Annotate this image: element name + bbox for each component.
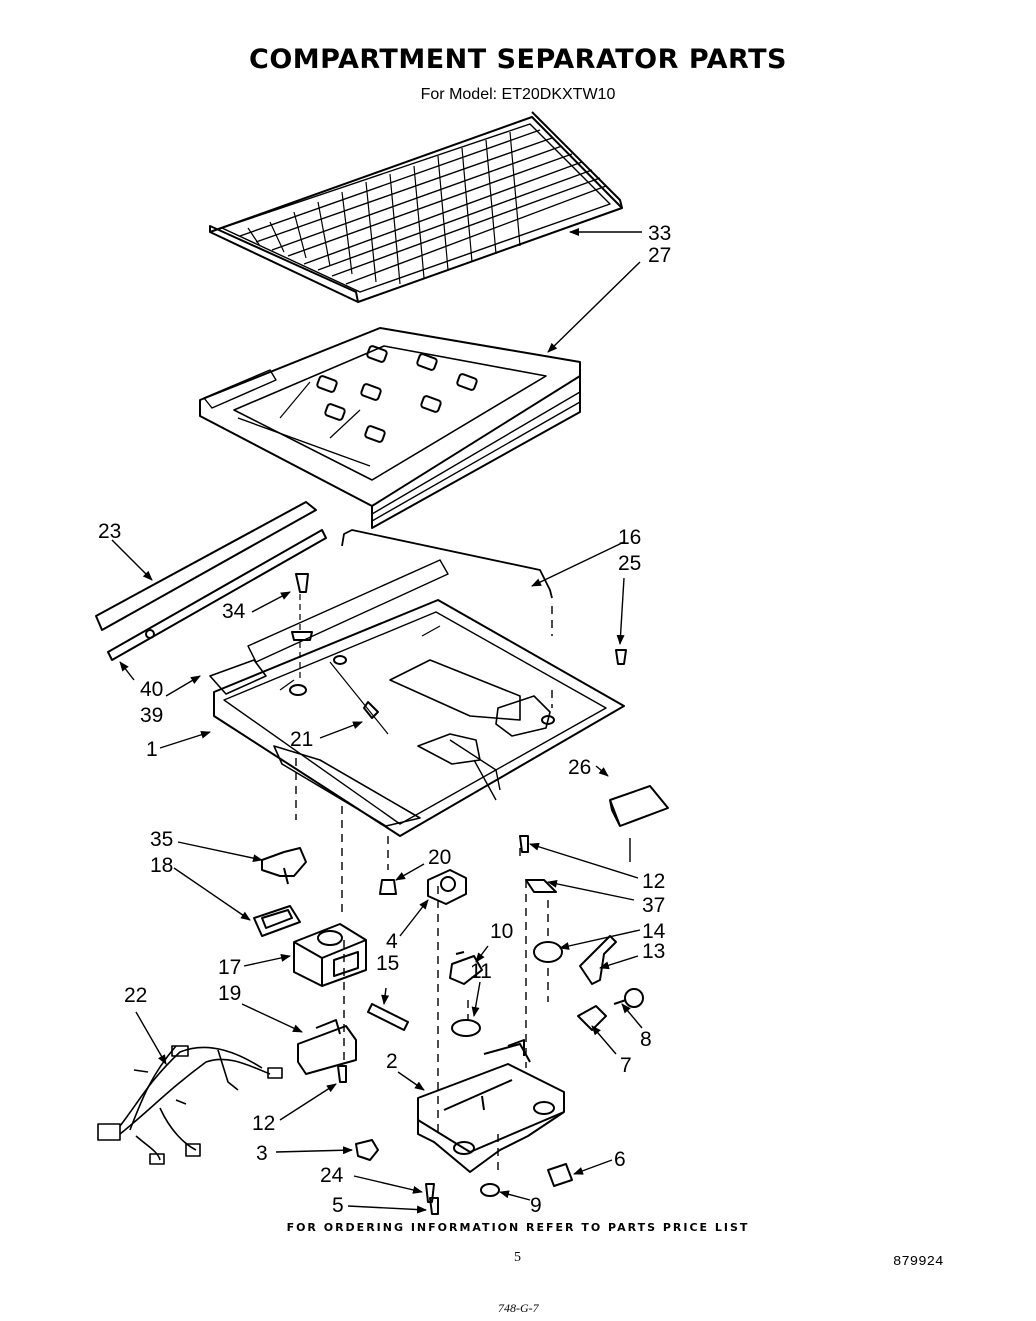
callout-15: 15	[376, 952, 399, 975]
screw-25-part	[615, 649, 627, 665]
callout-25: 25	[618, 552, 641, 575]
wiring-harness-part	[97, 1045, 283, 1165]
callout-21: 21	[290, 728, 313, 751]
ordering-note: FOR ORDERING INFORMATION REFER TO PARTS …	[286, 1221, 750, 1234]
thermostat-part	[449, 951, 483, 985]
trim-strip-part	[95, 501, 327, 661]
callout-9: 9	[530, 1194, 542, 1217]
callout-22: 22	[124, 984, 147, 1007]
control-housing-part	[293, 923, 367, 987]
light-socket-part	[533, 941, 563, 963]
callout-11: 11	[470, 960, 492, 983]
top-grille-part	[209, 111, 623, 303]
callout-14: 14	[642, 920, 666, 943]
bezel-18-part	[253, 905, 301, 937]
mounting-bracket-part	[297, 1019, 357, 1075]
callout-17: 17	[218, 956, 241, 979]
callout-35: 35	[150, 828, 173, 851]
insulation-block-part	[609, 785, 669, 827]
fan-motor-part	[427, 869, 467, 905]
callout-12-top: 12	[642, 870, 665, 893]
page-number: 5	[514, 1250, 521, 1265]
clip-3-part	[355, 1139, 379, 1161]
screw-21-part	[363, 701, 379, 719]
grommet-9-part	[480, 1183, 500, 1197]
callout-7: 7	[620, 1054, 632, 1077]
callout-16: 16	[618, 526, 641, 549]
light-bulb-part	[624, 988, 644, 1008]
callout-23: 23	[98, 520, 121, 543]
callout-19: 19	[218, 982, 241, 1005]
damper-part	[261, 847, 307, 885]
tube-15-part	[367, 1003, 409, 1031]
separator-frame-part	[199, 327, 581, 529]
document-number: 879924	[893, 1254, 944, 1270]
callout-1: 1	[146, 738, 158, 761]
callout-40: 40	[140, 678, 163, 701]
screw-34-part	[291, 573, 313, 641]
callout-39: 39	[140, 704, 163, 727]
screw-12-part	[337, 835, 529, 1083]
screw-5-part	[429, 1197, 439, 1215]
callout-37: 37	[642, 894, 665, 917]
callout-8: 8	[640, 1028, 652, 1051]
callout-34: 34	[222, 600, 246, 623]
separator-panel-part	[209, 559, 625, 837]
model-subtitle: For Model: ET20DKXTW10	[420, 86, 616, 103]
callout-2: 2	[386, 1050, 398, 1073]
callout-24: 24	[320, 1164, 344, 1187]
clip-37-part	[525, 879, 557, 893]
leader-lines	[111, 228, 643, 1214]
callout-13: 13	[642, 940, 665, 963]
callout-12-bottom: 12	[252, 1112, 275, 1135]
callout-20: 20	[428, 846, 451, 869]
callout-33: 33	[648, 222, 671, 245]
callout-18: 18	[150, 854, 173, 877]
heater-wire-part	[341, 529, 553, 599]
handwritten-code: 748-G-7	[498, 1301, 539, 1315]
plug-6-part	[547, 1163, 573, 1187]
base-bracket-part	[417, 1039, 565, 1173]
screw-24-part	[425, 1183, 435, 1203]
page-title: COMPARTMENT SEPARATOR PARTS	[249, 44, 787, 75]
callout-5: 5	[332, 1194, 344, 1217]
callout-6: 6	[614, 1148, 626, 1171]
knob-11-part	[451, 1019, 481, 1037]
callout-4: 4	[386, 930, 398, 953]
light-socket-7-part	[577, 1005, 607, 1031]
callout-26: 26	[568, 756, 591, 779]
callout-3: 3	[256, 1142, 268, 1165]
callout-10: 10	[490, 920, 513, 943]
grommet-20-part	[379, 879, 397, 895]
wire-lead-13-part	[579, 935, 617, 985]
callout-27: 27	[648, 244, 671, 267]
